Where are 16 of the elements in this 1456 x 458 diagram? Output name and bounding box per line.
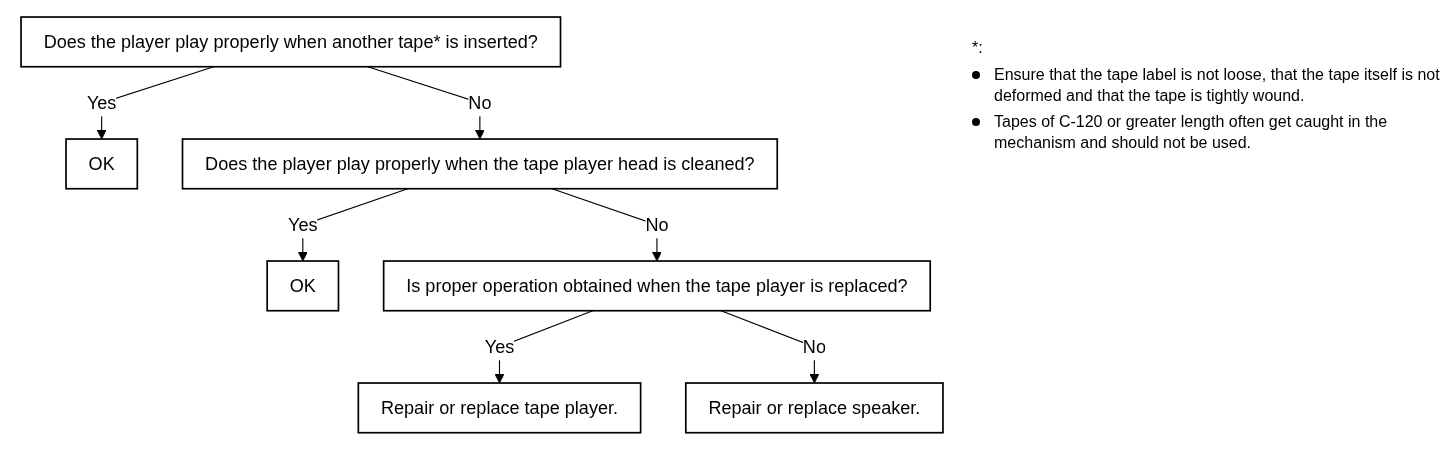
node-box: Does the player play properly when another tape* is inserted?: [20, 16, 562, 68]
edge-label: Yes: [484, 336, 515, 356]
edge-label: No: [468, 92, 492, 112]
note-text: Tapes of C-120 or greater length often get caught in the mechanism and should not be used.: [994, 112, 1389, 154]
node-box: Repair or replace tape player.: [357, 382, 642, 434]
note-text: Ensure that the tape label is not loose, that the tape itself is not deformed and that the tape is tightly wound.: [994, 64, 1441, 106]
node-box: Repair or replace speaker.: [684, 382, 944, 434]
footnote-mark: *:: [972, 38, 983, 58]
edge-label: Yes: [288, 214, 318, 234]
node-box: OK: [65, 138, 139, 190]
node-box: Is proper operation obtained when the tape player is replaced?: [382, 260, 932, 312]
edge-label: Yes: [86, 92, 117, 112]
node-box: OK: [266, 260, 340, 312]
node-box: Does the player play properly when the tape player head is cleaned?: [181, 138, 779, 190]
edge-label: No: [645, 214, 669, 234]
edge-label: No: [802, 336, 826, 356]
